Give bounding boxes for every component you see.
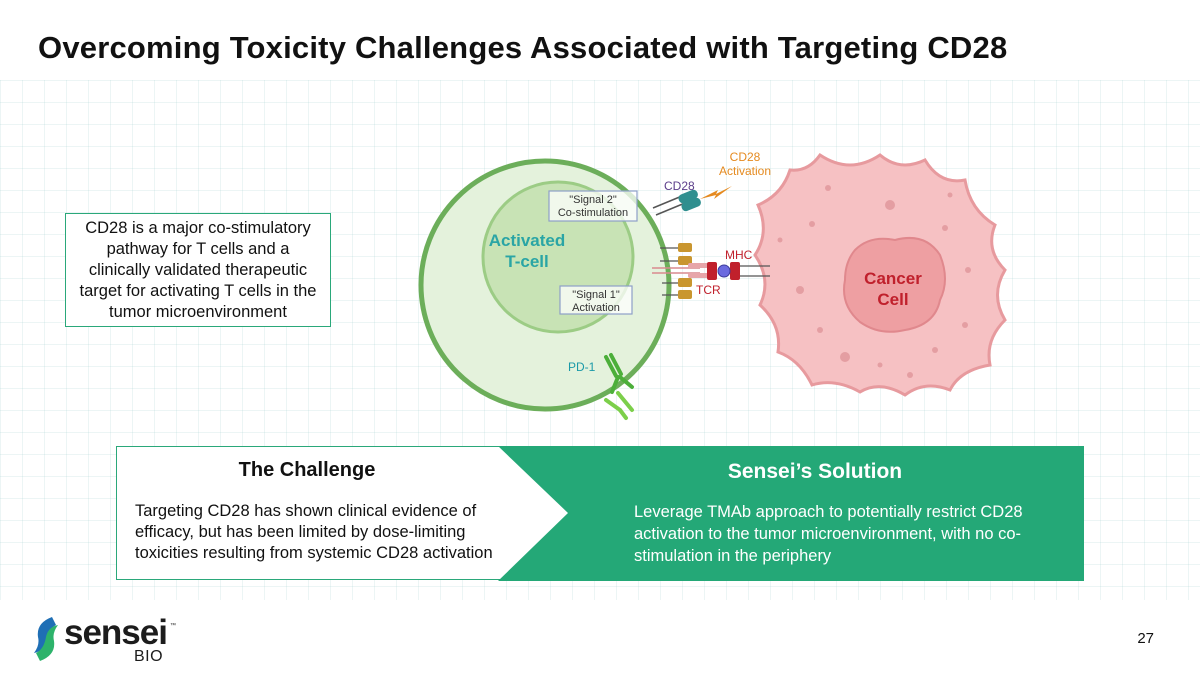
logo-wordmark: sensei (64, 613, 168, 652)
cancer-cell-dot (947, 192, 953, 198)
sensei-bio-logo: sensei ™ BIO (30, 613, 180, 665)
mhc-label: MHC (725, 248, 753, 262)
cancer-cell-dot (825, 185, 831, 191)
signal1-line1: "Signal 1" (572, 289, 620, 301)
cancer-cell-nucleus (843, 236, 946, 333)
cancer-cell-dot (907, 372, 913, 378)
cancer-label-line2: Cell (877, 290, 908, 309)
tcr-mhc-complex (652, 262, 770, 280)
cd28-activation-line2: Activation (719, 164, 771, 178)
cancer-cell (753, 152, 1007, 397)
signal2-box: "Signal 2" Co-stimulation (548, 190, 638, 222)
cancer-cell-dot (942, 225, 948, 231)
solution-heading: Sensei’s Solution (727, 460, 903, 483)
challenge-heading: The Challenge (238, 459, 376, 481)
cancer-cell-dot (796, 286, 804, 294)
pd1-label: PD-1 (568, 360, 596, 374)
tcell-label-line1: Activated (489, 231, 566, 250)
cancer-cell-dot (877, 362, 883, 368)
tcr-label: TCR (696, 283, 721, 297)
logo-trademark: ™ (170, 623, 176, 629)
signal1-box: "Signal 1" Activation (559, 285, 633, 315)
page-number: 27 (1137, 630, 1154, 647)
cancer-cell-dot (817, 327, 823, 333)
intro-text: CD28 is a major co-stimulatory pathway f… (79, 218, 317, 321)
logo-subtext: BIO (134, 648, 164, 665)
lightning-icon (700, 186, 732, 199)
cancer-cell-dot (777, 237, 783, 243)
challenge-body: Targeting CD28 has shown clinical eviden… (135, 502, 493, 562)
cd28-receptor (652, 189, 701, 216)
signal2-line1: "Signal 2" (569, 194, 617, 206)
intro-text-box: CD28 is a major co-stimulatory pathway f… (65, 213, 331, 327)
solution-body: Leverage TMAb approach to potentially re… (634, 503, 1023, 565)
cd28-activation-line1: CD28 (730, 150, 761, 164)
cd28-label: CD28 (664, 179, 695, 193)
surface-receptors (660, 243, 692, 299)
pd1-receptor (604, 353, 634, 420)
cancer-cell-dot (885, 200, 895, 210)
cancer-cell-dot (809, 221, 815, 227)
solution-arrow-shape (498, 446, 1084, 581)
logo-mark-icon (34, 617, 58, 661)
signal1-line2: Activation (572, 302, 620, 314)
page-title: Overcoming Toxicity Challenges Associate… (38, 30, 1008, 65)
tcell-label-line2: T-cell (505, 252, 548, 271)
signal2-line2: Co-stimulation (558, 207, 628, 219)
cancer-cell-dot (932, 347, 938, 353)
cancer-cell-dot (962, 322, 968, 328)
cancer-label-line1: Cancer (864, 269, 922, 288)
cancer-cell-dot (965, 267, 971, 273)
cancer-cell-dot (840, 352, 850, 362)
